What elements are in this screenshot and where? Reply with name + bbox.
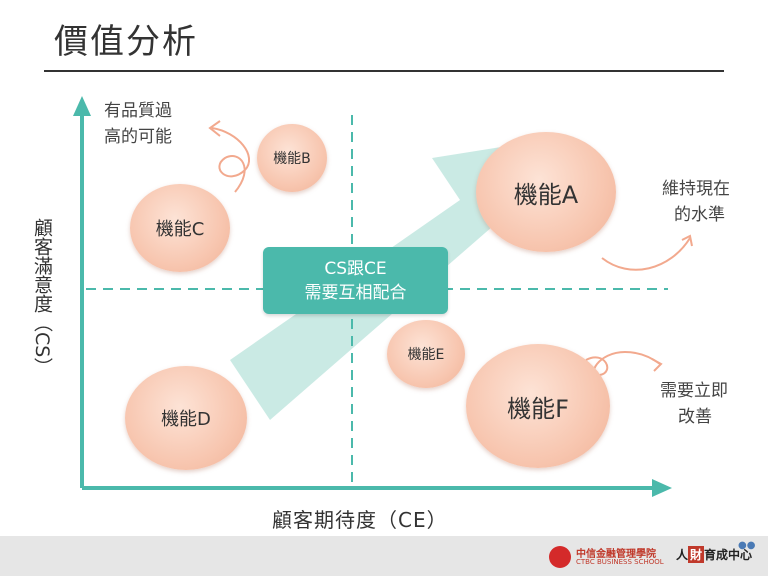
curve-arrowhead-top-right: [681, 234, 693, 247]
bubble-function-d: 機能D: [125, 366, 247, 470]
note-top-right-line2: 的水準: [674, 205, 725, 225]
curve-arrow-top-right: [601, 237, 691, 271]
cs-ce-callout-line2: 需要互相配合: [304, 282, 407, 303]
bubble-function-f: 機能F: [466, 344, 610, 468]
curve-arrowhead-top-left: [208, 120, 221, 137]
curve-arrowhead-bottom-right: [651, 358, 663, 372]
note-bottom-right-line2: 改善: [678, 407, 712, 427]
ctbc-logo-en: CTBC BUSINESS SCHOOL: [576, 558, 664, 566]
note-top-left-line1: 有品質過: [104, 101, 172, 121]
note-top-right: 維持現在 的水準: [662, 176, 730, 228]
ctbc-logo-cn: 中信金融管理學院: [576, 549, 656, 560]
note-bottom-right-line1: 需要立即: [660, 381, 728, 401]
note-bottom-right: 需要立即 改善: [660, 378, 728, 430]
bubble-function-c: 機能C: [130, 184, 230, 272]
bubble-function-e: 機能E: [387, 320, 465, 388]
cs-ce-callout-line1: CS跟CE: [324, 258, 387, 279]
talent-logo-prefix: 人: [676, 548, 689, 562]
ctbc-logo-emblem: [549, 546, 571, 568]
x-axis-label: 顧客期待度（CE）: [272, 508, 448, 532]
note-top-left-line2: 高的可能: [104, 127, 172, 147]
talent-logo-box: 財: [688, 546, 705, 563]
ctbc-logo: 中信金融管理學院 CTBC BUSINESS SCHOOL: [549, 544, 667, 570]
x-axis-arrowhead: [652, 479, 672, 497]
bubble-function-a: 機能A: [476, 132, 616, 252]
page-title: 價值分析: [54, 22, 198, 62]
talent-center-logo: 人財育成中心 ●●: [676, 540, 762, 570]
footer-bar: [0, 536, 768, 576]
note-top-left: 有品質過 高的可能: [104, 98, 172, 150]
talent-logo-suffix: 育成中心: [704, 548, 753, 562]
curve-arrow-top-left: [211, 127, 251, 193]
curve-arrow-bottom-right: [585, 350, 661, 377]
cs-ce-callout: CS跟CE 需要互相配合: [263, 247, 448, 314]
y-axis-label: 顧客滿意度（CS）: [31, 218, 53, 377]
bubble-function-b: 機能B: [257, 124, 327, 192]
title-divider: [44, 70, 724, 72]
people-icon: ●●: [738, 540, 756, 551]
note-top-right-line1: 維持現在: [662, 179, 730, 199]
y-axis-arrowhead: [73, 96, 91, 116]
